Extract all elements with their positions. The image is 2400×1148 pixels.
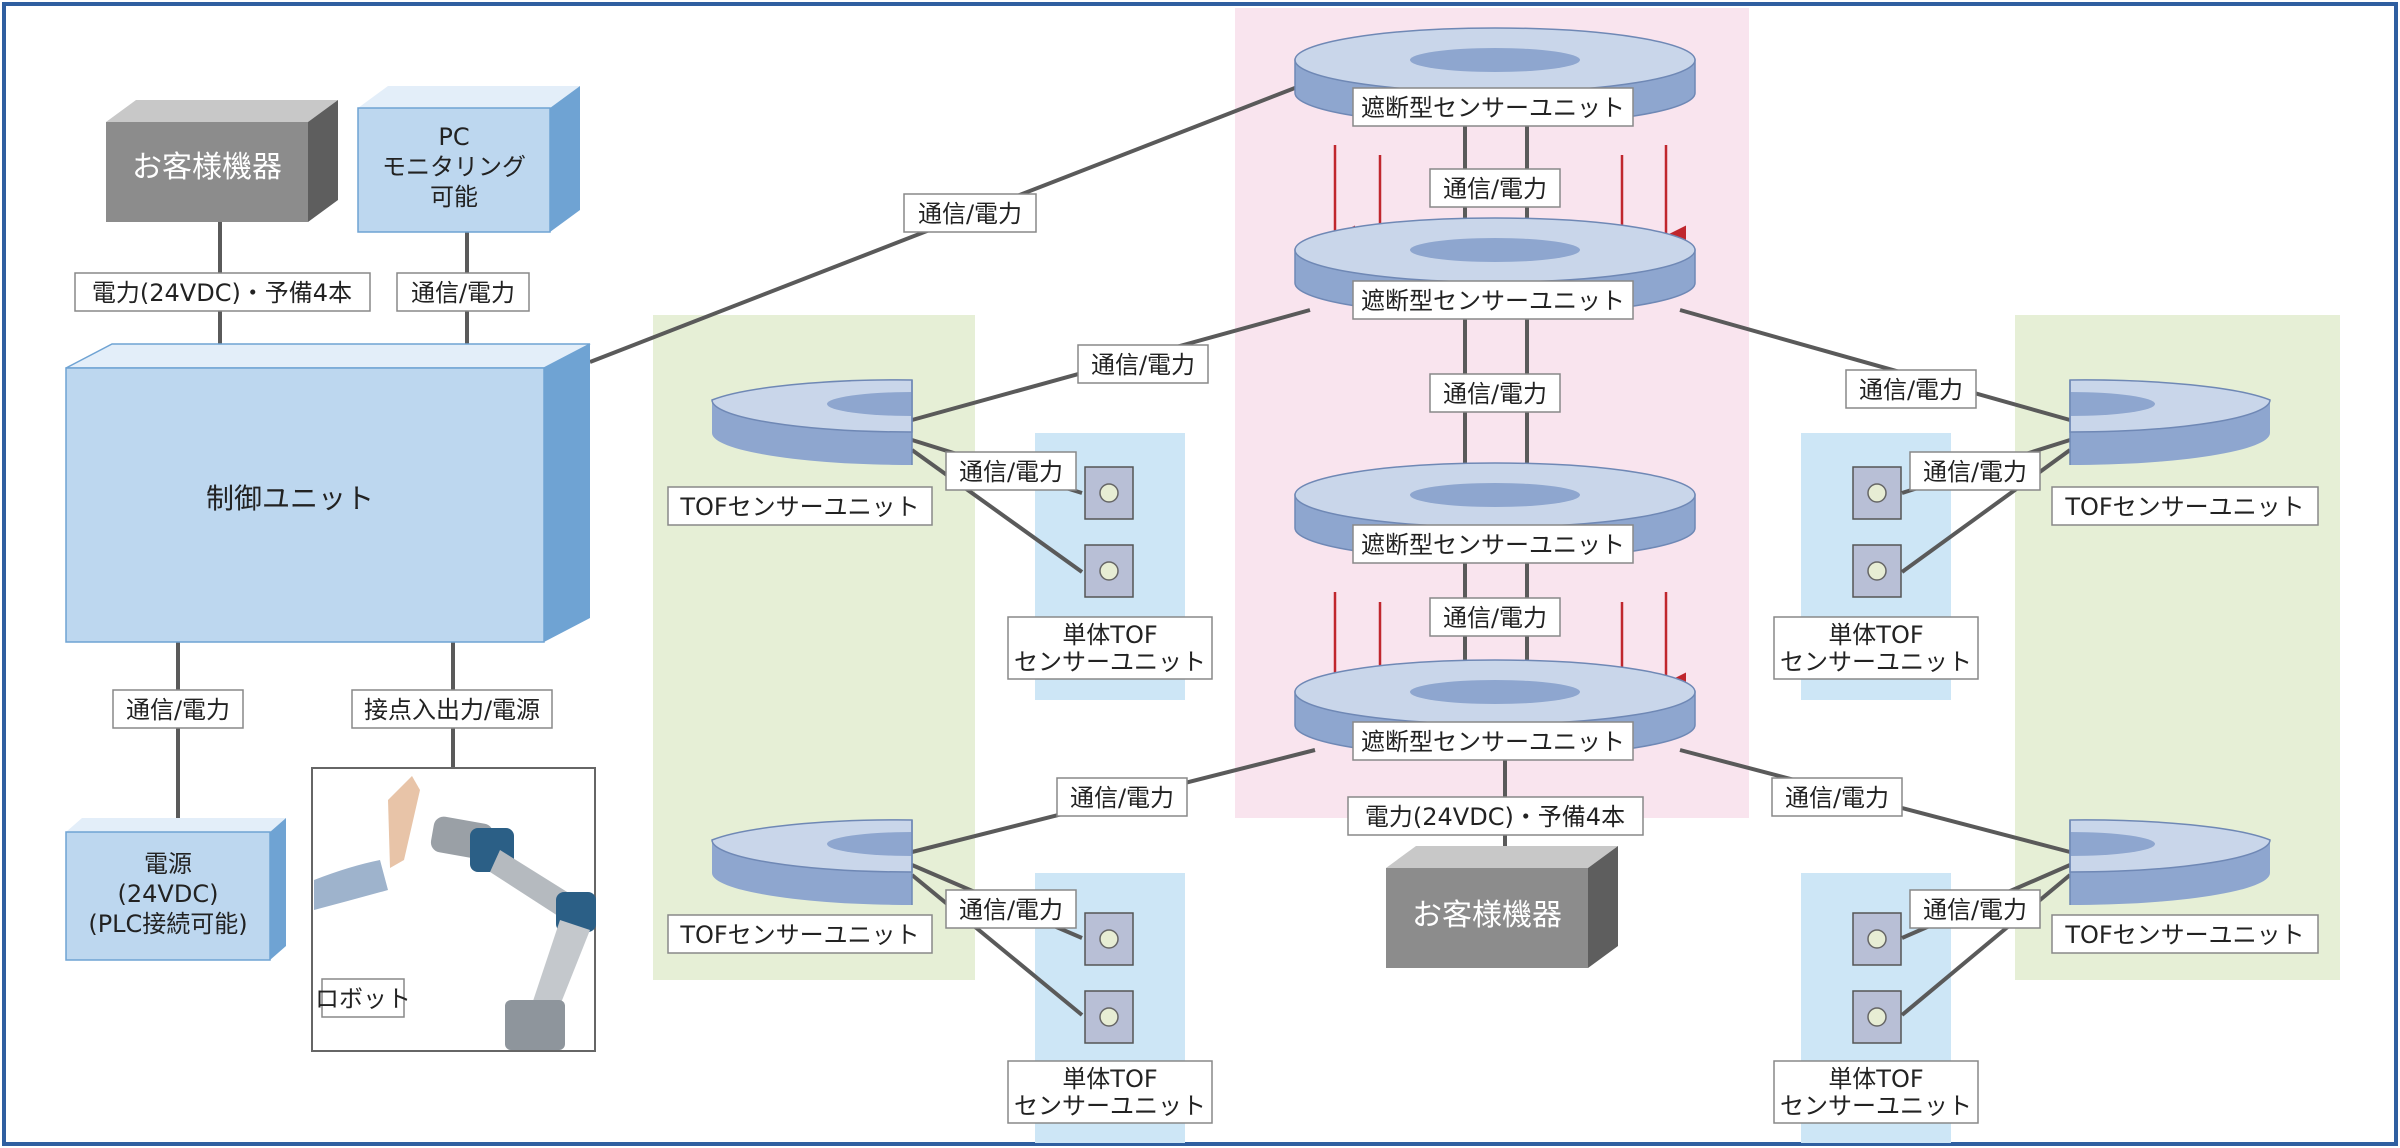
svg-text:通信/電力: 通信/電力 xyxy=(1443,604,1547,632)
svg-text:センサーユニット: センサーユニット xyxy=(1780,648,1972,676)
customer-device-top-label: お客様機器 xyxy=(132,150,282,185)
svg-text:通信/電力: 通信/電力 xyxy=(1091,351,1195,379)
svg-text:通信/電力: 通信/電力 xyxy=(1923,896,2027,924)
control-unit: 制御ユニット xyxy=(65,343,591,643)
svg-text:単体TOF: 単体TOF xyxy=(1062,621,1157,649)
label-comm-power-single-lu: 通信/電力 xyxy=(945,451,1077,491)
svg-text:TOFセンサーユニット: TOFセンサーユニット xyxy=(679,493,919,521)
single-tof-lenses xyxy=(1099,483,1887,1027)
single-tof-label-lu: 単体TOF センサーユニット xyxy=(1007,616,1213,680)
tof-sensor-left-lower: TOFセンサーユニット xyxy=(667,819,933,954)
customer-device-bottom-label: お客様機器 xyxy=(1412,898,1562,933)
svg-text:接点入出力/電源: 接点入出力/電源 xyxy=(364,696,540,724)
tof-sensor-right-upper: TOFセンサーユニット xyxy=(2051,379,2319,526)
blocking-sensor-unit-3: 遮断型センサーユニット xyxy=(1294,462,1696,564)
svg-text:センサーユニット: センサーユニット xyxy=(1014,648,1206,676)
svg-text:単体TOF: 単体TOF xyxy=(1062,1065,1157,1093)
pc-label-line3: 可能 xyxy=(430,183,478,211)
svg-text:電源: 電源 xyxy=(144,850,192,878)
customer-device-bottom: お客様機器 xyxy=(1386,846,1618,968)
svg-text:単体TOF: 単体TOF xyxy=(1828,621,1923,649)
svg-text:通信/電力: 通信/電力 xyxy=(959,458,1063,486)
label-comm-power-tof-ru: 通信/電力 xyxy=(1845,369,1977,409)
svg-text:電力(24VDC)・予備4本: 電力(24VDC)・予備4本 xyxy=(1365,803,1625,831)
tof-sensor-right-lower: TOFセンサーユニット xyxy=(2051,819,2319,954)
label-comm-power-psu: 通信/電力 xyxy=(112,689,244,729)
single-tof-label-ru: 単体TOF センサーユニット xyxy=(1773,616,1979,680)
svg-text:遮断型センサーユニット: 遮断型センサーユニット xyxy=(1361,287,1625,315)
svg-text:通信/電力: 通信/電力 xyxy=(918,200,1022,228)
robot-image: ロボット xyxy=(311,767,596,1052)
svg-text:遮断型センサーユニット: 遮断型センサーユニット xyxy=(1361,531,1625,559)
label-comm-power-tof-ll: 通信/電力 xyxy=(1056,777,1188,817)
control-unit-label: 制御ユニット xyxy=(206,482,374,515)
label-comm-power-single-ru: 通信/電力 xyxy=(1909,451,2041,491)
svg-text:通信/電力: 通信/電力 xyxy=(411,279,515,307)
single-tof-label-ll: 単体TOF センサーユニット xyxy=(1007,1060,1213,1124)
svg-text:TOFセンサーユニット: TOFセンサーユニット xyxy=(2064,921,2304,949)
svg-text:遮断型センサーユニット: 遮断型センサーユニット xyxy=(1361,728,1625,756)
label-comm-power-b2: 通信/電力 xyxy=(1429,373,1561,413)
blocking-sensor-unit-1: 遮断型センサーユニット xyxy=(1294,27,1696,127)
power-supply-box: 電源 (24VDC) (PLC接続可能) xyxy=(65,818,286,961)
label-comm-power-b1: 通信/電力 xyxy=(1429,168,1561,208)
svg-text:TOFセンサーユニット: TOFセンサーユニット xyxy=(679,921,919,949)
label-comm-power-tof-lu: 通信/電力 xyxy=(1077,344,1209,384)
svg-text:TOFセンサーユニット: TOFセンサーユニット xyxy=(2064,493,2304,521)
tof-sensor-left-upper: TOFセンサーユニット xyxy=(667,379,933,526)
customer-device-top: お客様機器 xyxy=(106,100,338,222)
blocking-sensor-unit-4: 遮断型センサーユニット xyxy=(1294,659,1696,761)
svg-text:単体TOF: 単体TOF xyxy=(1828,1065,1923,1093)
label-comm-power-single-rl: 通信/電力 xyxy=(1909,889,2041,929)
single-tof-label-rl: 単体TOF センサーユニット xyxy=(1773,1060,1979,1124)
svg-text:通信/電力: 通信/電力 xyxy=(1443,175,1547,203)
svg-text:遮断型センサーユニット: 遮断型センサーユニット xyxy=(1361,94,1625,122)
robot-label: ロボット xyxy=(315,985,411,1013)
svg-text:通信/電力: 通信/電力 xyxy=(1070,784,1174,812)
svg-text:センサーユニット: センサーユニット xyxy=(1014,1092,1206,1120)
svg-text:電力(24VDC)・予備4本: 電力(24VDC)・予備4本 xyxy=(92,279,352,307)
label-power-spare-bottom: 電力(24VDC)・予備4本 xyxy=(1347,796,1644,836)
pc-label-line2: モニタリング xyxy=(382,153,526,181)
svg-text:(PLC接続可能): (PLC接続可能) xyxy=(88,910,247,938)
label-comm-power-main: 通信/電力 xyxy=(903,193,1037,233)
svg-text:(24VDC): (24VDC) xyxy=(118,880,219,908)
label-comm-power-single-ll: 通信/電力 xyxy=(945,889,1077,929)
pc-label-line1: PC xyxy=(438,123,469,151)
svg-text:センサーユニット: センサーユニット xyxy=(1780,1092,1972,1120)
svg-text:通信/電力: 通信/電力 xyxy=(1785,784,1889,812)
svg-text:通信/電力: 通信/電力 xyxy=(1859,376,1963,404)
svg-text:通信/電力: 通信/電力 xyxy=(126,696,230,724)
label-comm-power-tof-rl: 通信/電力 xyxy=(1771,777,1903,817)
svg-text:通信/電力: 通信/電力 xyxy=(959,896,1063,924)
label-power-spare-top: 電力(24VDC)・予備4本 xyxy=(74,272,371,312)
label-contact-io: 接点入出力/電源 xyxy=(351,689,553,729)
label-comm-power-pc: 通信/電力 xyxy=(396,272,530,312)
svg-text:通信/電力: 通信/電力 xyxy=(1443,380,1547,408)
blocking-sensor-unit-2: 遮断型センサーユニット xyxy=(1294,217,1696,320)
svg-text:通信/電力: 通信/電力 xyxy=(1923,458,2027,486)
pc-monitor-box: PC モニタリング 可能 xyxy=(357,86,580,233)
label-comm-power-b3: 通信/電力 xyxy=(1429,597,1561,637)
